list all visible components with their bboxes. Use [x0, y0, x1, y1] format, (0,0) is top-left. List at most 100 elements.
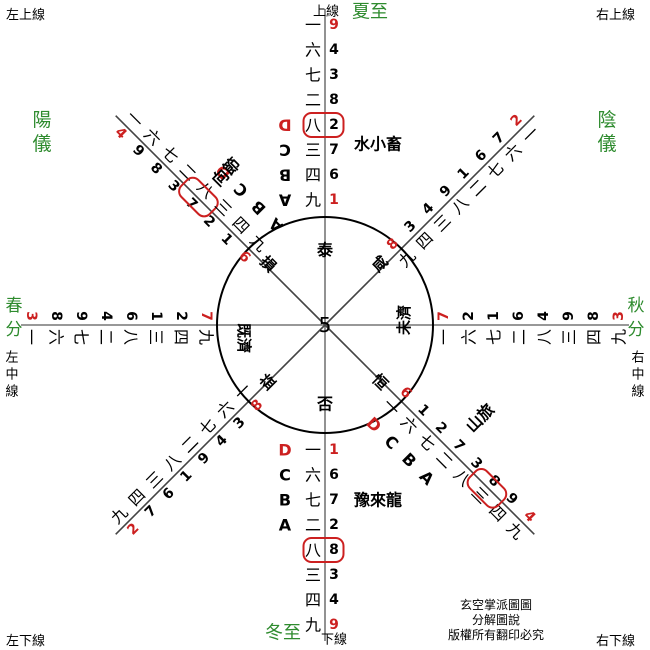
trigram-group-north: 六: [305, 41, 321, 60]
number-group-west: 4: [98, 311, 114, 321]
number-group-east: 7: [436, 311, 452, 321]
season-summer: 夏至: [352, 2, 388, 23]
number-south-2: 3: [329, 567, 339, 583]
hexagram-jiji: 既濟: [235, 323, 253, 353]
label-southeast: 山旅: [462, 400, 498, 436]
letter-north-3: A: [278, 191, 291, 210]
axis-line-southeast: [324, 324, 535, 535]
trigram-group-south: 九: [305, 616, 321, 635]
trigram-east-7: 一: [435, 329, 454, 345]
season-autumn-0: 秋: [628, 296, 645, 316]
highlight-group-north: [302, 112, 345, 138]
number-north-7: 1: [329, 192, 339, 208]
trigram-group-south: 一: [305, 441, 321, 460]
season-autumn-1: 分: [628, 320, 645, 340]
number-group-west: 3: [23, 311, 39, 321]
letter-southeast-2: C: [381, 432, 403, 454]
highlight-box-southeast: [466, 468, 508, 509]
axis-line-northwest: [115, 115, 326, 326]
trigram-north-3: 二: [305, 91, 321, 110]
trigram-group-north: 七: [305, 66, 321, 85]
highlight-group-south: [302, 537, 345, 563]
trigram-group-south: 七: [305, 491, 321, 510]
number-north-5: 7: [329, 142, 339, 158]
trigram-west-0: 一: [22, 329, 41, 345]
letter-southeast-1: B: [398, 449, 420, 471]
trigram-group-south: 四: [305, 591, 321, 610]
number-south-5: 7: [329, 492, 339, 508]
trigram-west-6: 四: [172, 329, 191, 345]
trigram-group-north: 四: [305, 166, 321, 185]
number-group-south: 6: [329, 467, 339, 483]
hexagram-xian-group: 咸: [368, 252, 391, 275]
highlight-box-northwest: [178, 176, 219, 218]
label-left-middle-2: 線: [5, 384, 18, 400]
trigram-south-2: 三: [305, 566, 321, 585]
label-bottom-left-line: 左下線: [6, 634, 46, 649]
highlight-box-south: [302, 537, 345, 563]
footer-line-2: 分解圖說: [472, 613, 521, 627]
number-east-0: 3: [611, 311, 627, 321]
number-group-north: 8: [329, 92, 339, 108]
letter-southeast-0: A: [416, 467, 439, 490]
number-south-7: 1: [329, 442, 339, 458]
letter-group-northwest: C: [230, 179, 252, 201]
number-west-6: 2: [173, 311, 189, 321]
trigram-group-north: 三: [305, 141, 321, 160]
number-north-4: 2: [329, 117, 339, 133]
number-north-3: 8: [329, 92, 339, 108]
number-east-6: 2: [461, 311, 477, 321]
number-group-west: 6: [123, 311, 139, 321]
yang-yi-0: 陽: [32, 109, 51, 131]
number-south-0: 9: [329, 617, 339, 633]
number-west-2: 9: [73, 311, 89, 321]
letter-group-north: A: [278, 191, 291, 210]
label-north-group: 水小畜: [354, 135, 402, 154]
trigram-south-4: 二: [305, 516, 321, 535]
trigram-south-6: 六: [305, 466, 321, 485]
number-west-7: 7: [198, 311, 214, 321]
trigram-north-1: 六: [305, 41, 321, 60]
label-right-middle-1: 中: [631, 368, 644, 383]
number-group-north: 3: [329, 67, 339, 83]
number-group-west: 2: [173, 311, 189, 321]
trigram-north-0: 一: [305, 16, 321, 35]
trigram-group-east: 六: [460, 329, 479, 345]
letter-group-southeast: C: [381, 432, 403, 454]
trigram-east-6: 六: [460, 329, 479, 345]
trigram-west-1: 六: [47, 329, 66, 345]
trigram-west-5: 三: [147, 329, 166, 345]
trigram-west-4: 八: [122, 329, 141, 345]
hexagram-tai: 泰: [316, 241, 334, 260]
trigram-group-east: 三: [560, 329, 579, 345]
hexagram-weiji: 未濟: [395, 305, 413, 336]
label-top-left-line: 左上線: [6, 8, 46, 23]
letter-group-southeast: A: [416, 467, 439, 490]
trigram-group-west: 六: [47, 329, 66, 345]
label-bottom-line: 下線: [321, 632, 347, 648]
trigram-east-3: 八: [535, 329, 554, 345]
yin-yi-1: 儀: [597, 133, 616, 155]
number-west-4: 6: [123, 311, 139, 321]
trigram-north-4: 八: [305, 116, 321, 135]
letter-group-northwest: B: [247, 197, 269, 219]
trigram-group-south: 八: [305, 541, 321, 560]
trigram-group-west: 一: [22, 329, 41, 345]
hexagram-weiji-group: 未濟: [395, 305, 413, 336]
trigram-north-7: 九: [305, 191, 321, 210]
trigram-group-east: 四: [585, 329, 604, 345]
number-group-south: 3: [329, 567, 339, 583]
label-left-middle-1: 中: [5, 368, 18, 383]
number-east-7: 7: [436, 311, 452, 321]
letter-northwest-1: C: [230, 179, 252, 201]
number-group-east: 9: [561, 311, 577, 321]
yin-yi-0: 陰: [597, 109, 616, 131]
hexagram-pi: 否: [316, 395, 333, 414]
center-circle: [216, 216, 434, 434]
number-group-north: 1: [329, 192, 339, 208]
hexagram-jiji-group: 既濟: [235, 323, 253, 353]
highlight-group-northwest: [178, 176, 219, 218]
number-group-east: 4: [536, 311, 552, 321]
trigram-group-north: 八: [305, 116, 321, 135]
trigram-east-5: 七: [485, 329, 504, 345]
